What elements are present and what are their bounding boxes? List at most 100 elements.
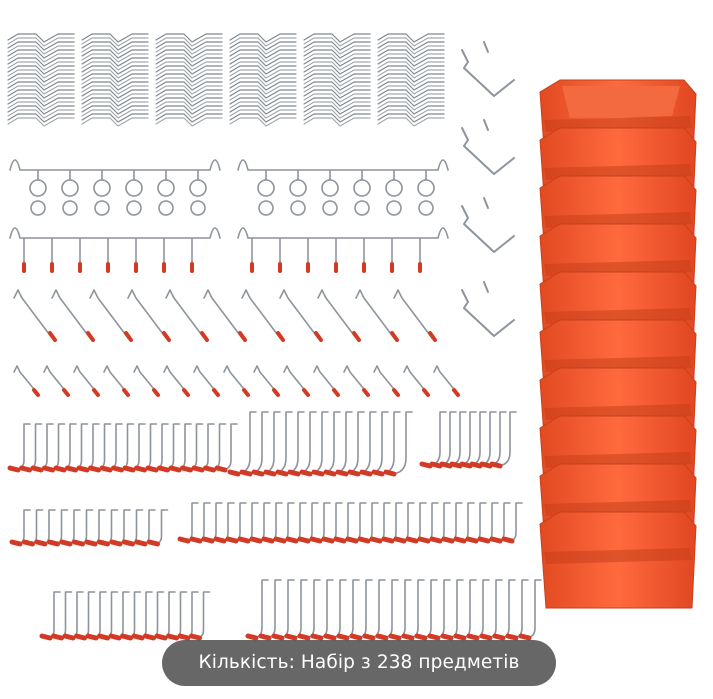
loop-ring [289, 179, 307, 197]
red-tip [111, 465, 124, 473]
red-tip [414, 633, 428, 641]
clip-wire [81, 93, 149, 103]
clip-wire [303, 81, 371, 91]
clip-wire [7, 73, 75, 83]
short-hook [313, 365, 339, 395]
loop-ring [258, 200, 274, 216]
red-tip [466, 633, 480, 641]
red-tip [352, 331, 361, 342]
clip-wire [229, 93, 297, 103]
red-tip [145, 465, 159, 473]
clip-wire [303, 49, 371, 59]
clip-wire [7, 109, 75, 119]
bracket-hook [461, 205, 515, 253]
loop-ring [29, 179, 47, 197]
red-tip [242, 388, 250, 397]
red-tip [251, 469, 265, 477]
clip-wire [155, 105, 223, 115]
red-tip [22, 539, 35, 547]
red-tip [201, 536, 215, 544]
straight-hooks [13, 289, 460, 397]
clip-wire [155, 45, 223, 55]
j-hook [231, 502, 247, 542]
j-hook [433, 579, 451, 639]
j-hook [447, 502, 463, 542]
red-tip [191, 465, 205, 473]
clip-wire [7, 49, 75, 59]
red-tip [469, 461, 483, 469]
clip-wire [303, 65, 371, 75]
red-tip [166, 633, 179, 641]
j-hook [243, 502, 259, 542]
red-tip [417, 536, 431, 544]
j-hook [291, 502, 307, 542]
clip-wire [303, 61, 371, 71]
j-hook [91, 591, 107, 639]
red-tip [518, 633, 532, 641]
red-tip [465, 536, 479, 544]
clip-wire [229, 45, 297, 55]
clip-wire [81, 41, 149, 51]
red-tip [72, 539, 85, 547]
short-hook [373, 365, 399, 395]
rail-bar [9, 227, 221, 239]
clip-wire [7, 101, 75, 111]
j-hook [511, 579, 529, 639]
clip-wire [229, 69, 297, 79]
loop-hook-rails [9, 159, 449, 273]
loop-ring [62, 200, 78, 216]
red-tip [122, 539, 135, 547]
red-tip [428, 331, 437, 342]
short-hook [283, 365, 309, 395]
clip-wire [155, 37, 223, 47]
long-hook [393, 289, 433, 339]
clip-wire [81, 113, 149, 123]
clip-wire [229, 85, 297, 95]
red-tip [42, 465, 55, 473]
clip-wire [377, 57, 445, 67]
long-hook [165, 289, 205, 339]
j-hook [411, 502, 427, 542]
loop-ring [353, 179, 371, 197]
long-hook [355, 289, 395, 339]
short-hook [223, 365, 249, 395]
red-tip [157, 465, 170, 473]
j-hook [207, 502, 223, 542]
red-tip [381, 536, 395, 544]
clip-wire [229, 101, 297, 111]
red-tip [276, 331, 285, 342]
j-hook [183, 591, 199, 639]
j-hook [45, 591, 61, 639]
clip-wire [377, 69, 445, 79]
clip-wire [7, 93, 75, 103]
loop-ring [354, 200, 370, 216]
bin-lip-shadow [544, 548, 692, 564]
short-hook [13, 365, 39, 395]
clip-wire [229, 117, 297, 127]
red-tip [427, 633, 441, 641]
clip-wire [81, 61, 149, 71]
red-tip [99, 465, 113, 473]
red-tip [390, 331, 399, 342]
j-hook [459, 502, 475, 542]
clip-wire [155, 109, 223, 119]
red-tip [48, 331, 57, 342]
clip-wire [303, 97, 371, 107]
j-hook [68, 591, 84, 639]
red-tip [489, 461, 503, 469]
red-tip [285, 536, 299, 544]
red-tip [310, 633, 324, 641]
clip-wire [155, 69, 223, 79]
red-tip [168, 465, 182, 473]
peg-lock-clips [7, 33, 445, 127]
long-hook [13, 289, 53, 339]
clip-wire [303, 101, 371, 111]
j-hook [459, 579, 477, 639]
j-hook [303, 502, 319, 542]
red-tip [7, 465, 21, 473]
clip-wire [229, 37, 297, 47]
red-tip [275, 469, 289, 477]
clip-wire [155, 89, 223, 99]
red-tip [323, 633, 337, 641]
red-tip [284, 633, 298, 641]
